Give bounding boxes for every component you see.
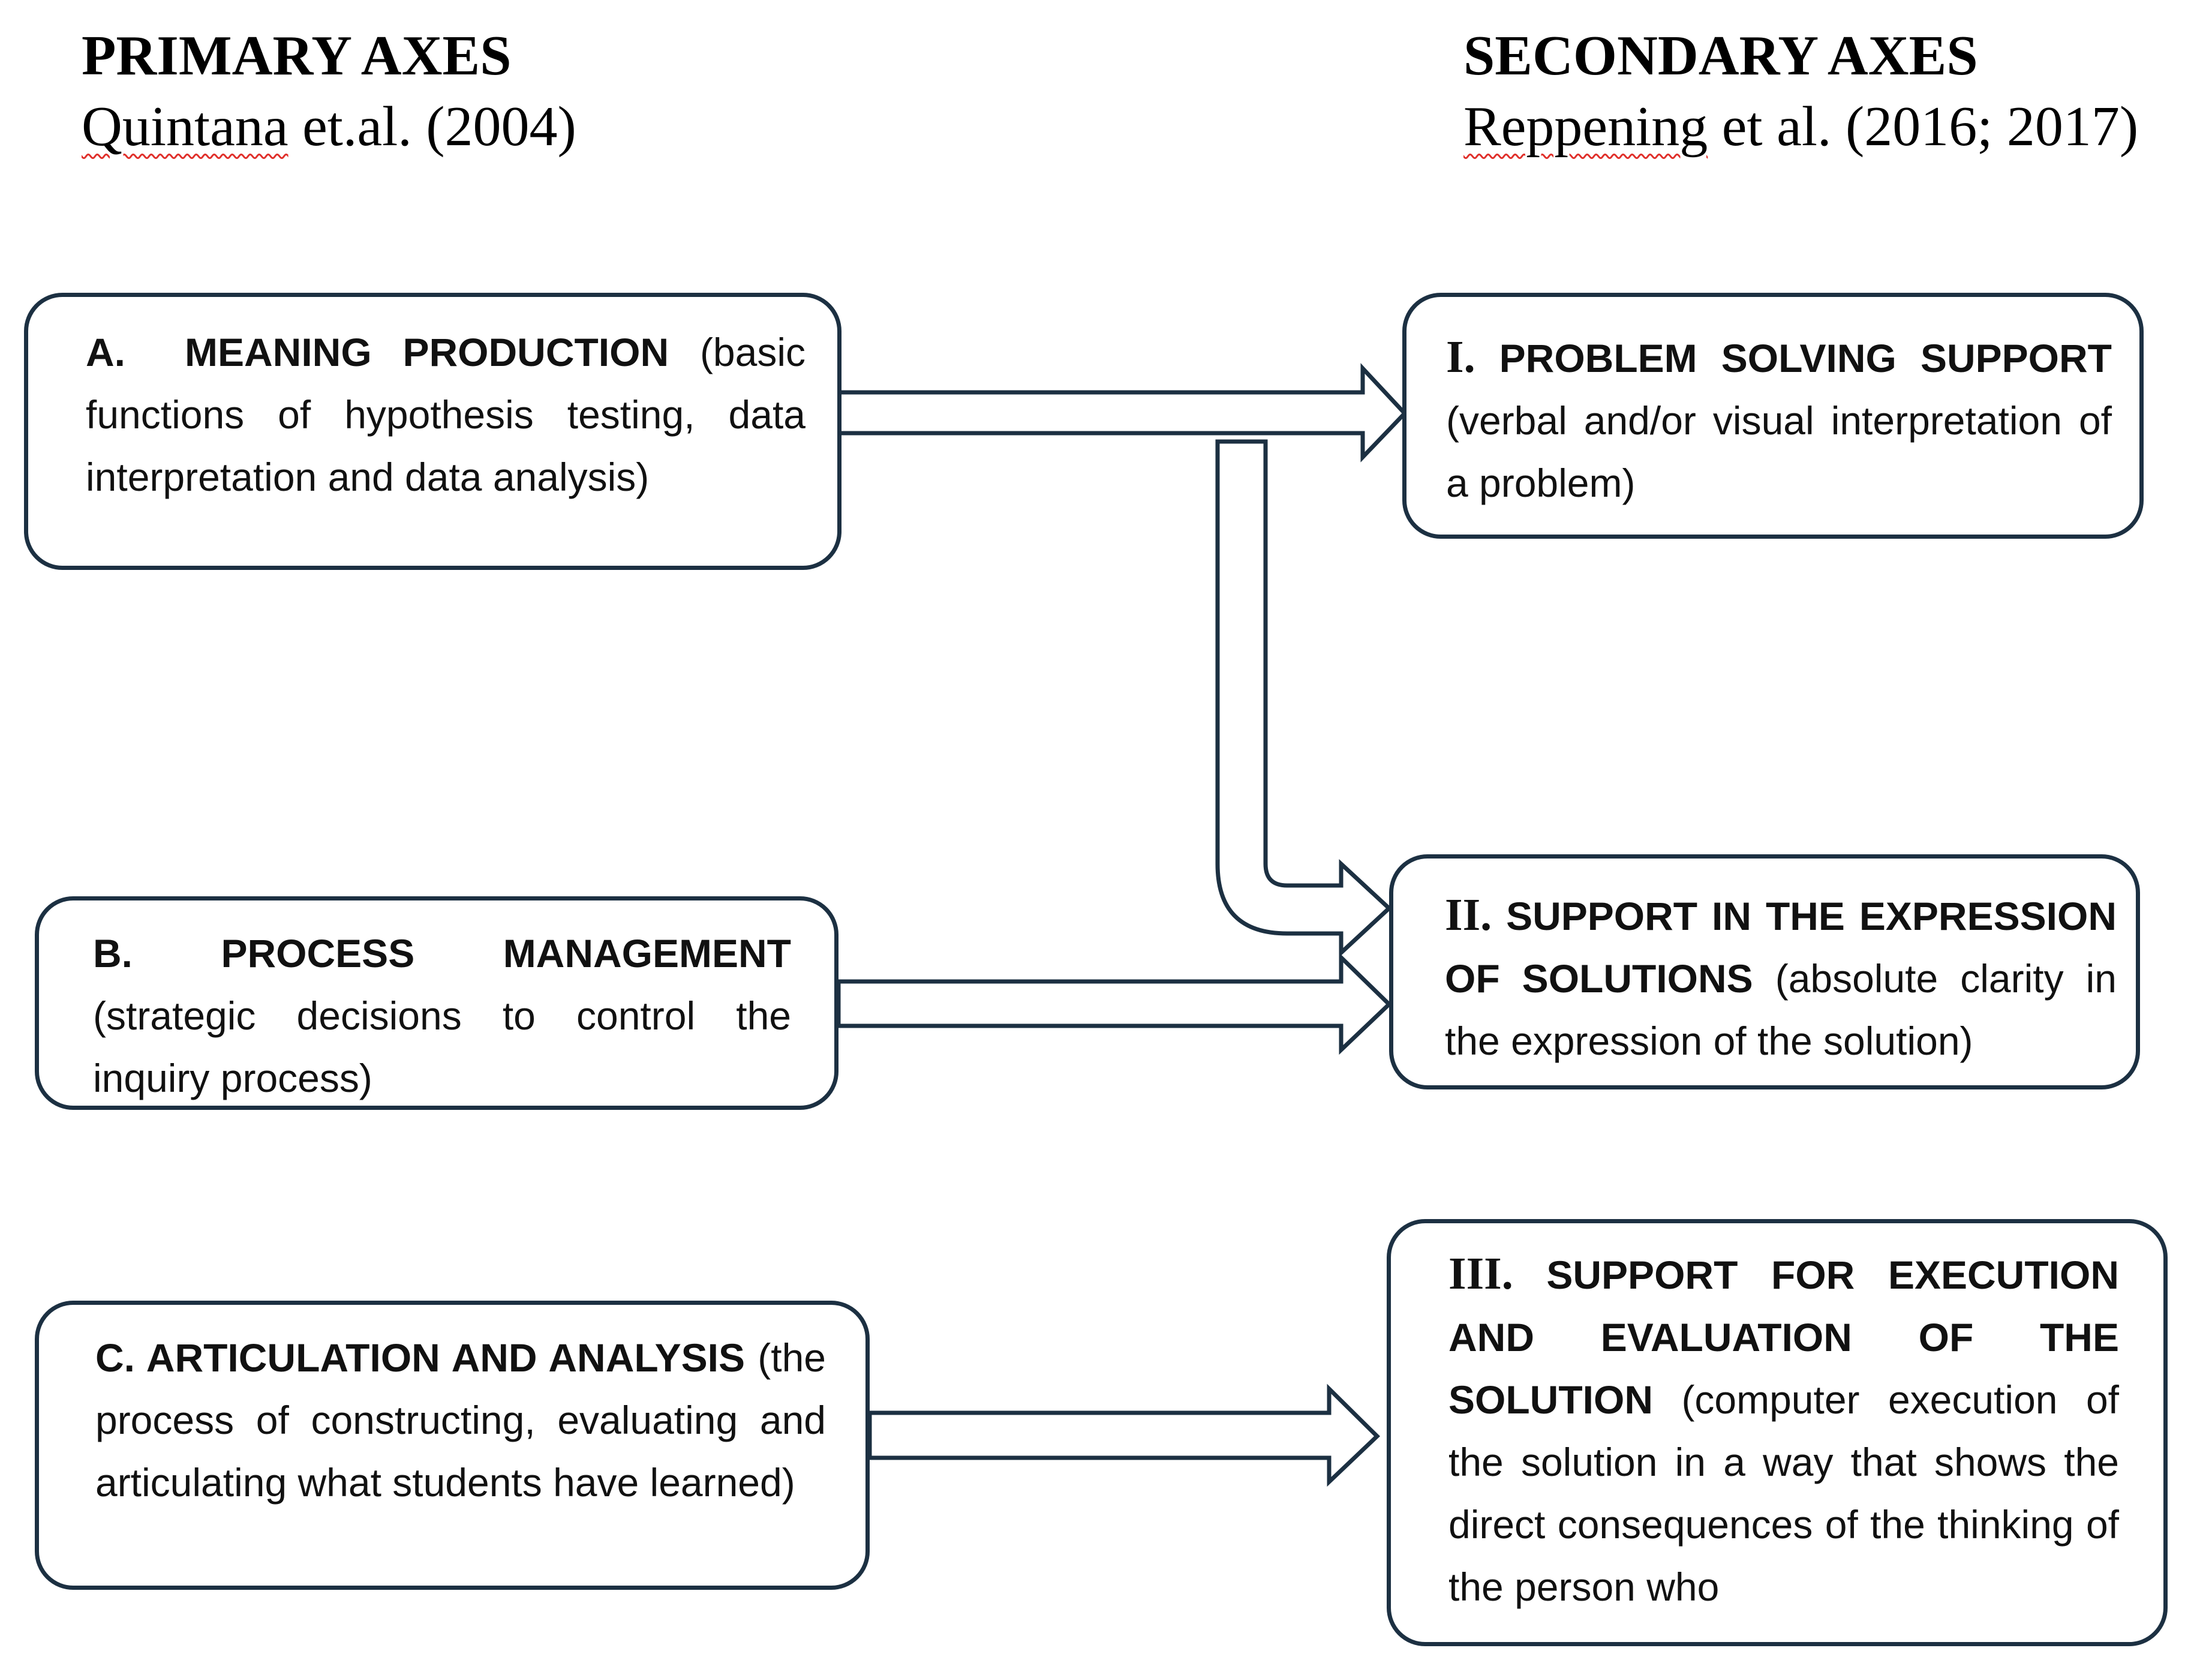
secondary-axis-iii-label: SUPPORT FOR EXECUTION AND EVALUATION OF … xyxy=(1448,1253,2119,1422)
primary-axis-c-label: C. ARTICULATION AND ANALYSIS xyxy=(95,1335,746,1380)
secondary-axis-ii-text: II. SUPPORT IN THE EXPRESSION OF SOLUTIO… xyxy=(1445,884,2117,1072)
secondary-axes-title: SECONDARY AXES xyxy=(1463,25,1978,87)
secondary-axis-i-numeral: I. xyxy=(1446,332,1475,382)
primary-axis-a-box: A. MEANING PRODUCTION (basic functions o… xyxy=(24,293,841,570)
secondary-citation-author: Reppening xyxy=(1463,95,1708,158)
arrow-b-to-ii xyxy=(836,952,1393,1055)
secondary-axis-i-text: I. PROBLEM SOLVING SUPPORT (verbal and/o… xyxy=(1446,326,2112,514)
secondary-citation-rest: et al. (2016; 2017) xyxy=(1708,95,2139,158)
secondary-axis-ii-label: SUPPORT IN THE EXPRESSION OF SOLUTIONS xyxy=(1445,894,2117,1001)
secondary-axis-iii-text: III. SUPPORT FOR EXECUTION AND EVALUATIO… xyxy=(1448,1242,2119,1618)
primary-axis-b-text: B. PROCESS MANAGEMENT (strategic decisio… xyxy=(93,922,791,1106)
arrow-a-to-ii-bent xyxy=(1215,439,1393,958)
secondary-axis-i-description: (verbal and/or visual interpretation of … xyxy=(1446,398,2112,505)
primary-axes-citation: Quintana et.al. (2004) xyxy=(82,91,801,162)
arrow-c-to-iii xyxy=(867,1383,1381,1487)
primary-axis-a-description: (basic functions of hypothesis testing, … xyxy=(86,330,806,499)
primary-citation-rest: et.al. (2004) xyxy=(288,95,576,158)
secondary-axis-i-label: PROBLEM SOLVING SUPPORT xyxy=(1475,336,2112,380)
arrow-a-to-i xyxy=(836,363,1408,463)
secondary-axis-ii-description: (absolute clarity in the expression of t… xyxy=(1445,956,2117,1063)
primary-axis-a-text: A. MEANING PRODUCTION (basic functions o… xyxy=(86,321,806,508)
primary-axis-b-box: B. PROCESS MANAGEMENT (strategic decisio… xyxy=(35,896,838,1110)
primary-axes-title: PRIMARY AXES xyxy=(82,25,512,87)
primary-axis-b-description: (strategic decisions to control the inqu… xyxy=(93,993,791,1100)
primary-axes-heading: PRIMARY AXES Quintana et.al. (2004) xyxy=(82,20,801,162)
secondary-axes-citation: Reppening et al. (2016; 2017) xyxy=(1463,91,2207,162)
secondary-axis-ii-box: II. SUPPORT IN THE EXPRESSION OF SOLUTIO… xyxy=(1389,854,2140,1089)
secondary-axes-heading: SECONDARY AXES Reppening et al. (2016; 2… xyxy=(1463,20,2207,162)
secondary-axis-iii-box: III. SUPPORT FOR EXECUTION AND EVALUATIO… xyxy=(1387,1219,2168,1646)
secondary-axis-iii-numeral: III. xyxy=(1448,1248,1513,1299)
secondary-axis-ii-numeral: II. xyxy=(1445,890,1492,940)
primary-axis-b-label: B. PROCESS MANAGEMENT xyxy=(93,931,791,975)
secondary-axis-i-box: I. PROBLEM SOLVING SUPPORT (verbal and/o… xyxy=(1402,293,2144,539)
secondary-axis-iii-description: (computer execution of the solution in a… xyxy=(1448,1377,2119,1609)
primary-axis-c-text: C. ARTICULATION AND ANALYSIS (the proces… xyxy=(95,1326,826,1514)
primary-axis-c-description: (the process of constructing, evaluating… xyxy=(95,1335,826,1505)
primary-axis-a-label: A. MEANING PRODUCTION xyxy=(86,330,669,374)
primary-axis-c-box: C. ARTICULATION AND ANALYSIS (the proces… xyxy=(35,1301,870,1590)
primary-citation-author: Quintana xyxy=(82,95,288,158)
